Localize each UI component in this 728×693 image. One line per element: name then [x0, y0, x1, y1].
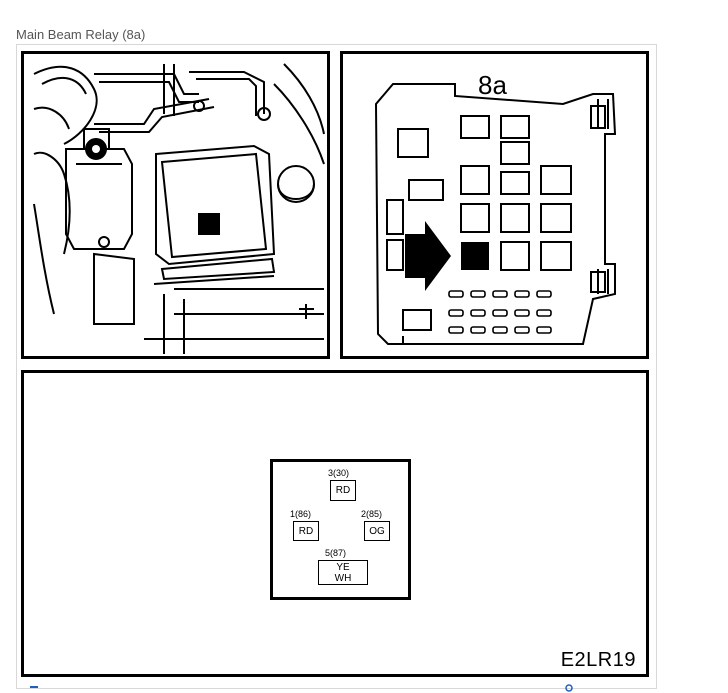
pin-right-color: OG: [364, 521, 390, 541]
mini-fuse-rows: [448, 290, 552, 334]
pin-top-color: RD: [330, 480, 356, 501]
list-icon: [30, 686, 38, 688]
bottom-toolbar-strip: [20, 684, 640, 693]
main-beam-relay-slot: [461, 242, 489, 270]
figure-code: E2LR19: [560, 649, 636, 671]
zoom-icon: [565, 684, 573, 692]
fusebox-panel: 8a: [340, 51, 649, 359]
engine-bay-panel: [21, 51, 330, 359]
pin-bottom-number: 5(87): [325, 548, 347, 558]
fusebox-label: 8a: [478, 70, 507, 100]
arrow-pointer: [405, 221, 451, 291]
engine-bay-illustration: [33, 63, 325, 354]
pin-left-number: 1(86): [290, 509, 312, 519]
fusebox-outline: [374, 83, 617, 345]
pin-top-number: 3(30): [328, 468, 350, 478]
relay-pinout-box: 3(30) RD 1(86) RD 2(85) OG 5(87) YE WH: [270, 459, 411, 600]
pin-left-color: RD: [293, 521, 319, 541]
pin-bottom-color: YE WH: [318, 560, 368, 585]
fuse-slots: [386, 115, 572, 331]
diagram-caption: Main Beam Relay (8a): [16, 27, 146, 42]
relay-pinout-panel: 3(30) RD 1(86) RD 2(85) OG 5(87) YE WH E…: [21, 370, 649, 677]
pin-right-number: 2(85): [361, 509, 383, 519]
